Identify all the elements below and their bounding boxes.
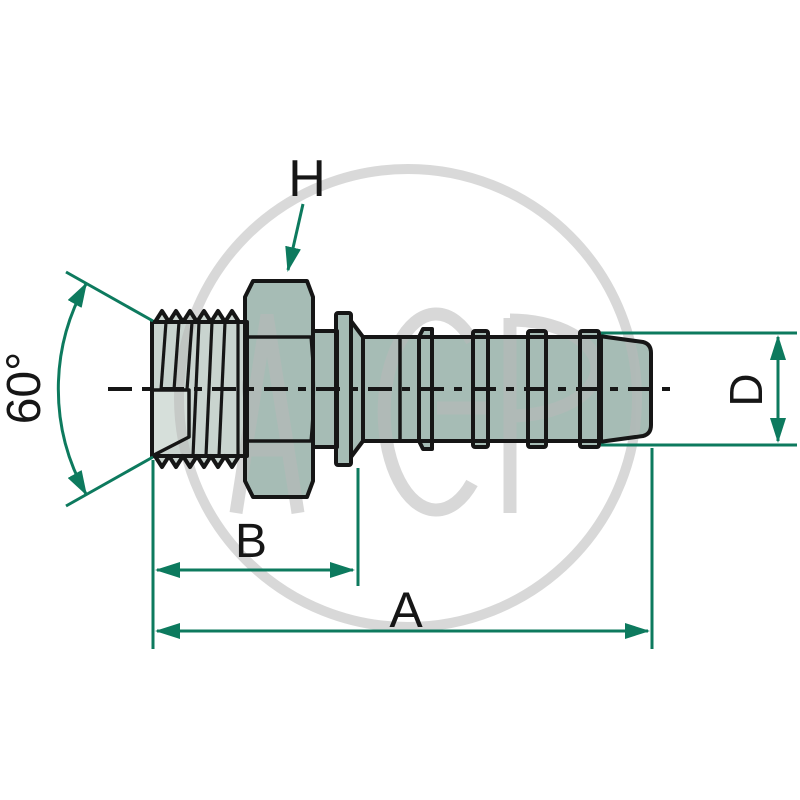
cone-angle-line-lower (65, 455, 154, 508)
cone-angle-label: 60° (0, 352, 51, 425)
barb-ring-outline (417, 327, 434, 451)
watermark-letter-g (377, 307, 487, 517)
tail-diameter-label: D (720, 373, 772, 406)
thread-crests-bottom-outline (153, 454, 241, 469)
hex-size-label: H (288, 150, 326, 208)
thread-length-label: B (235, 515, 267, 568)
overall-length-label: A (389, 582, 423, 638)
cone-angle-arc (56, 282, 88, 496)
cone-angle-line-upper (65, 270, 154, 323)
hex-leader-arrow (285, 203, 305, 272)
dimensions (56, 203, 797, 649)
collar (336, 313, 351, 465)
hex-corner-lines (245, 335, 313, 443)
